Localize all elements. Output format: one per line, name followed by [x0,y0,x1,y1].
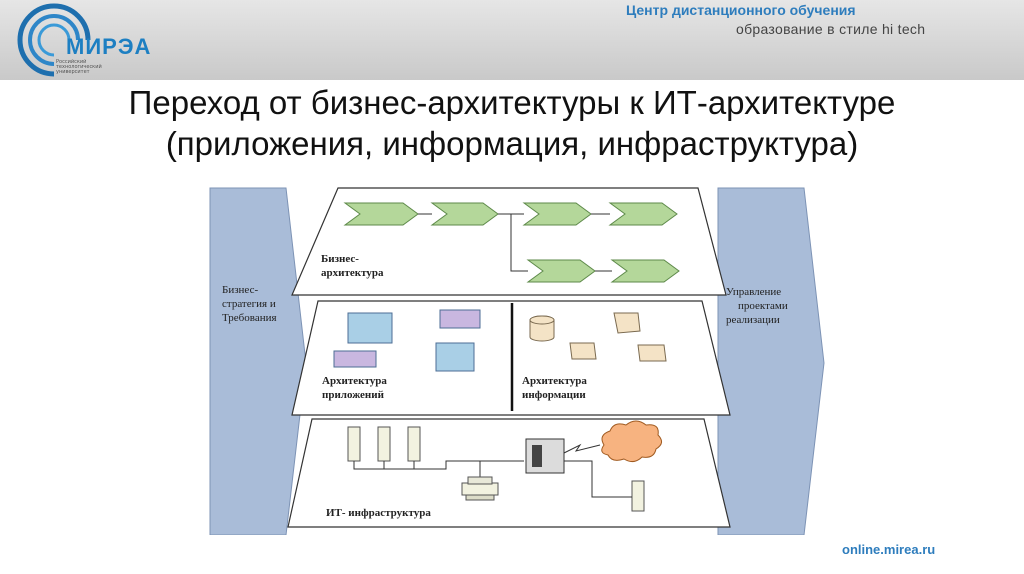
network-lines [353,460,632,498]
logo-text: МИРЭА [66,34,152,59]
app-box-2 [439,309,481,329]
server-2-icon [377,426,391,462]
cloud-link [563,443,601,454]
app-boxes [333,309,481,372]
right-project-panel [717,187,825,535]
information-label-line-1: Архитектура [522,375,587,387]
printer-icon [461,476,499,501]
header-band [0,0,1024,80]
process-arrow-6 [610,259,680,283]
process-arrows [343,202,680,283]
server-4-icon [631,480,645,512]
page-title: Переход от бизнес-архитектуры к ИТ-архит… [0,82,1024,164]
architecture-diagram: Бизнес- стратегия и Требования Управлени… [209,187,825,535]
right-panel-line-2: проектами [738,300,788,312]
info-doc-3 [637,344,667,362]
mirea-logo: МИРЭА Российский технологический универс… [4,2,174,78]
left-panel-line-3: Требования [222,312,277,324]
cloud-icon [601,420,662,463]
server-1-icon [347,426,361,462]
process-arrow-2 [430,202,499,226]
app-box-3 [333,350,377,368]
business-label-line-2: архитектура [321,267,384,279]
left-panel-line-1: Бизнес- [222,284,258,296]
info-doc-2 [569,342,597,360]
right-panel-line-1: Управление [726,286,781,298]
applications-label-line-1: Архитектура [322,375,387,387]
left-strategy-panel [209,187,307,535]
app-box-1 [347,312,393,344]
logo-subtitle: Российский технологический университет [56,59,102,75]
process-connectors [418,213,612,272]
server-3-icon [407,426,421,462]
left-panel-line-2: стратегия и [222,298,276,310]
process-arrow-4 [608,202,678,226]
applications-label-line-2: приложений [322,389,385,401]
mainframe-icon [525,438,565,474]
process-arrow-5 [526,259,596,283]
title-line-2: (приложения, информация, инфраструктура) [165,125,859,162]
center-name: Центр дистанционного обучения [626,2,856,18]
business-label-line-1: Бизнес- [321,253,359,265]
information-label-line-2: информации [522,389,586,401]
process-arrow-1 [343,202,419,226]
process-arrow-3 [522,202,592,226]
info-doc-1 [613,312,641,334]
app-box-4 [435,342,475,372]
title-line-1: Переход от бизнес-архитектуры к ИТ-архит… [128,84,896,121]
logo-arcs-icon [17,3,91,77]
info-shapes [529,312,667,362]
infrastructure-label: ИТ- инфраструктура [326,507,431,519]
right-panel-line-3: реализации [726,314,780,326]
tagline: образование в стиле hi tech [736,21,926,37]
footer-url[interactable]: online.mirea.ru [842,542,936,557]
